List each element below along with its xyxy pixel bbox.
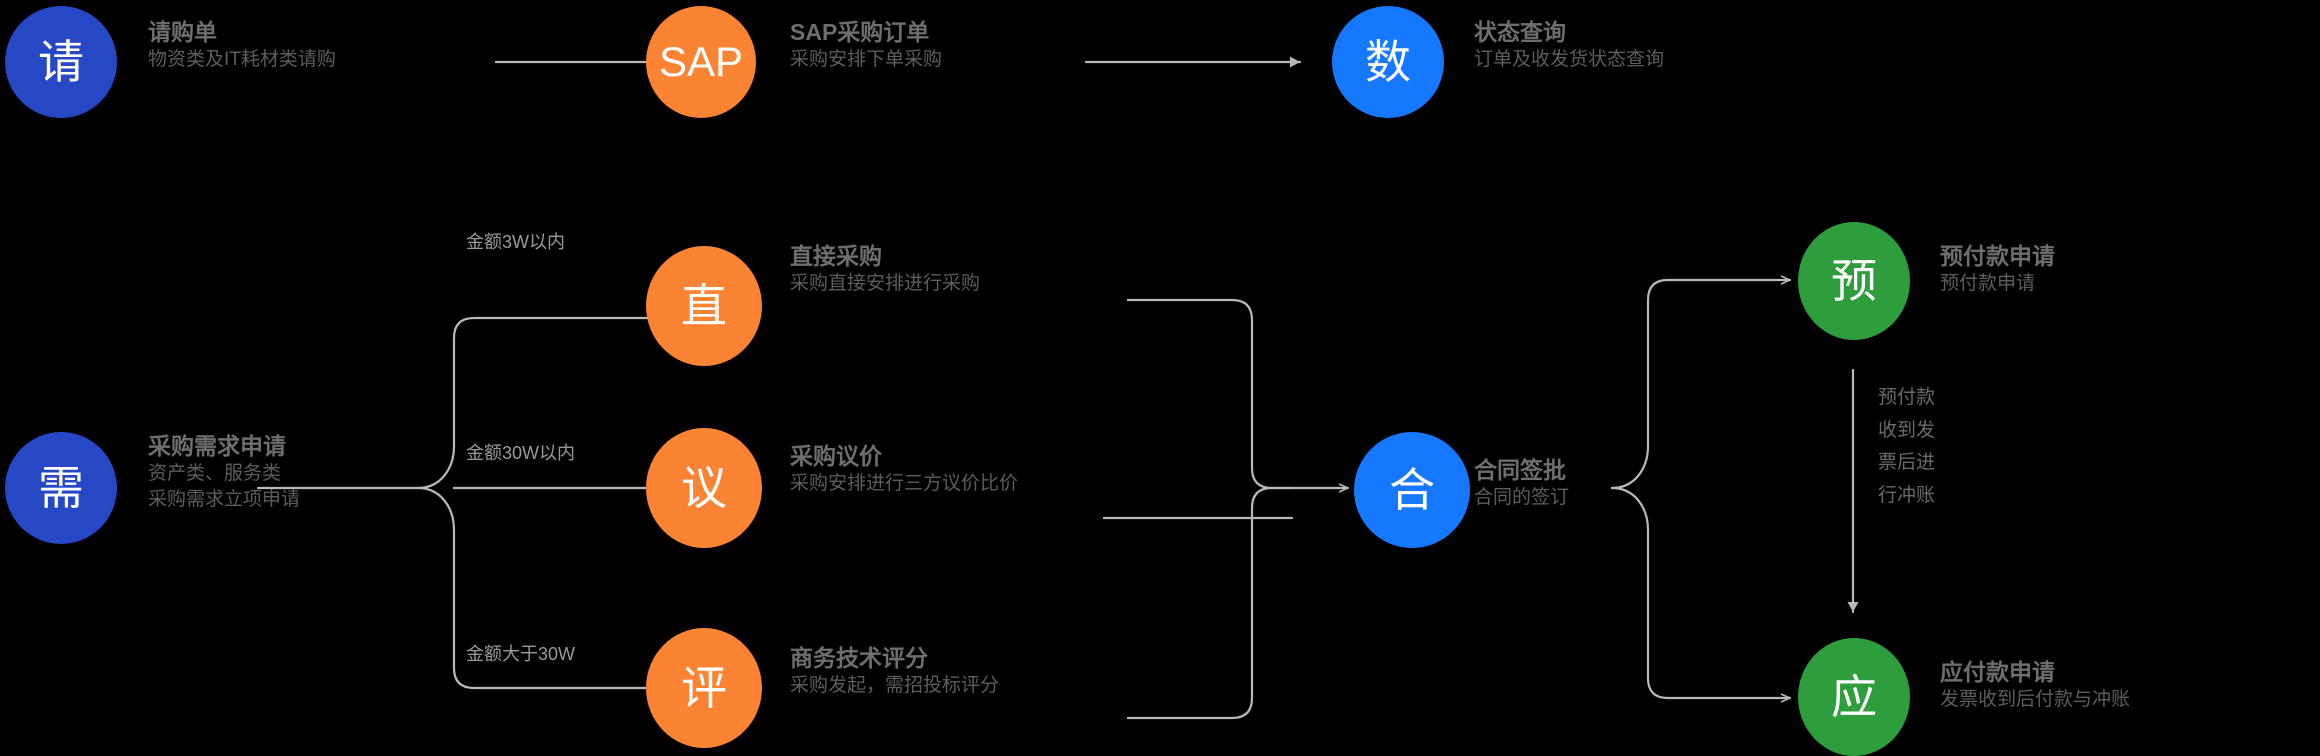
label-yi: 采购议价 采购安排进行三方议价比价 [790, 442, 1018, 497]
label-ping-title: 商务技术评分 [790, 645, 928, 671]
label-shu-desc: 订单及收发货状态查询 [1474, 49, 1665, 71]
label-ying-desc: 发票收到后付款与冲账 [1940, 689, 2131, 711]
label-he: 合同签批 合同的签订 [1474, 456, 1569, 511]
node-yu-glyph: 预 [1831, 255, 1877, 307]
wire-zhi-to-he [1126, 298, 1294, 490]
label-ping: 商务技术评分 采购发起，需招投标评分 [790, 644, 999, 699]
label-yu: 预付款申请 预付款申请 [1940, 242, 2055, 297]
node-shu[interactable]: 数 [1332, 6, 1444, 118]
label-he-title: 合同签批 [1474, 457, 1566, 483]
vertical-note-line-3: 票后进 [1878, 452, 1936, 474]
node-yu[interactable]: 预 [1798, 222, 1910, 340]
label-ying: 应付款申请 发票收到后付款与冲账 [1940, 658, 2130, 713]
label-sap-title: SAP采购订单 [790, 19, 930, 45]
label-he-desc: 合同的签订 [1474, 487, 1570, 509]
label-xu-title: 采购需求申请 [148, 433, 286, 459]
label-qing-title: 请购单 [148, 19, 217, 45]
vertical-note-line-4: 行冲账 [1878, 485, 1936, 507]
node-he-glyph: 合 [1389, 464, 1435, 516]
node-zhi-glyph: 直 [681, 280, 727, 332]
vertical-note-line-2: 收到发 [1878, 419, 1936, 441]
node-yi[interactable]: 议 [646, 428, 762, 548]
node-ping-glyph: 评 [681, 662, 727, 714]
label-yu-desc: 预付款申请 [1940, 273, 2036, 295]
node-qing[interactable]: 请 [5, 6, 117, 118]
edge-label-branch-top: 金额3W以内 [466, 232, 565, 252]
label-zhi: 直接采购 采购直接安排进行采购 [790, 242, 980, 297]
node-zhi[interactable]: 直 [646, 246, 762, 366]
wire-he-to-ying [1610, 486, 1792, 698]
node-he[interactable]: 合 [1354, 432, 1470, 548]
label-xu-desc2: 采购需求立项申请 [148, 488, 301, 510]
node-sap[interactable]: SAP [646, 6, 756, 118]
vertical-note: 预付款 收到发 票后进 行冲账 [1878, 382, 1935, 513]
label-xu-desc: 资产类、服务类 [148, 463, 282, 485]
node-yi-glyph: 议 [681, 462, 727, 514]
wire-he-to-yu [1610, 280, 1792, 490]
label-qing-desc: 物资类及IT耗材类请购 [148, 49, 336, 71]
label-qing: 请购单 物资类及IT耗材类请购 [148, 18, 336, 73]
label-shu: 状态查询 订单及收发货状态查询 [1474, 18, 1664, 73]
node-qing-glyph: 请 [38, 36, 84, 88]
edge-label-branch-mid: 金额30W以内 [466, 443, 576, 463]
label-yi-title: 采购议价 [790, 443, 882, 469]
node-sap-glyph: SAP [658, 38, 744, 85]
node-shu-glyph: 数 [1365, 36, 1411, 88]
edge-label-branch-bottom: 金额大于30W [466, 644, 576, 664]
label-sap: SAP采购订单 采购安排下单采购 [790, 18, 942, 73]
label-zhi-title: 直接采购 [790, 243, 882, 269]
node-ying[interactable]: 应 [1798, 638, 1910, 756]
label-ping-desc: 采购发起，需招投标评分 [790, 675, 1000, 697]
node-ping[interactable]: 评 [646, 628, 762, 748]
label-ying-title: 应付款申请 [1940, 659, 2055, 685]
node-ying-glyph: 应 [1831, 671, 1877, 723]
vertical-note-line-1: 预付款 [1878, 387, 1936, 408]
label-yu-title: 预付款申请 [1940, 243, 2055, 269]
node-xu[interactable]: 需 [5, 432, 117, 544]
label-yi-desc: 采购安排进行三方议价比价 [790, 473, 1019, 495]
wire-ping-to-he [1126, 486, 1294, 720]
label-zhi-desc: 采购直接安排进行采购 [790, 273, 981, 295]
node-xu-glyph: 需 [38, 462, 84, 514]
label-shu-title: 状态查询 [1474, 19, 1566, 45]
label-xu: 采购需求申请 资产类、服务类 采购需求立项申请 [148, 432, 300, 512]
label-sap-desc: 采购安排下单采购 [790, 49, 943, 71]
